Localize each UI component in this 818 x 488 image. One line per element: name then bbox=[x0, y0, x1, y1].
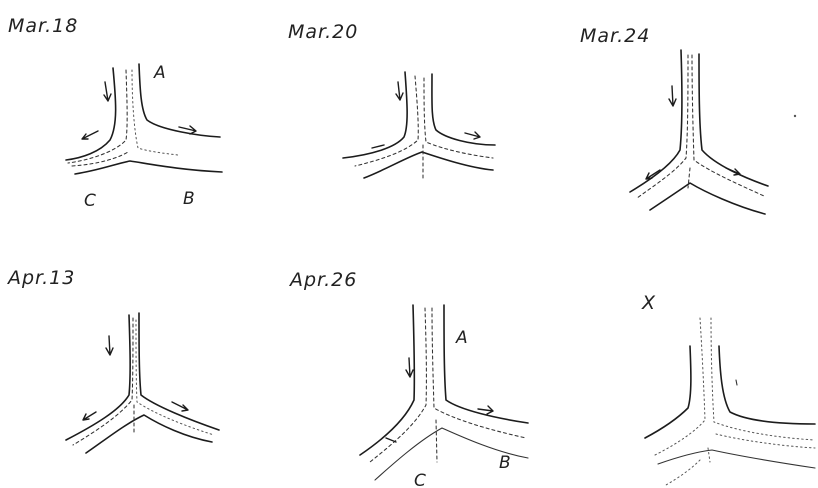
panel-apr-13: Apr.13 bbox=[6, 267, 219, 453]
axis-dotted-line bbox=[716, 434, 815, 448]
branch-letter-a: A bbox=[455, 328, 468, 348]
branch-letter-b: B bbox=[499, 453, 511, 473]
arrow-left-icon bbox=[386, 438, 396, 442]
arrow-down-icon bbox=[104, 82, 111, 101]
branch-outline bbox=[66, 68, 116, 160]
arrow-down-icon bbox=[669, 86, 676, 106]
axis-dashed-line bbox=[424, 78, 493, 158]
panel-mar-20: Mar.20 bbox=[288, 21, 495, 180]
arrow-left-icon bbox=[82, 131, 98, 139]
branch-outline bbox=[66, 315, 130, 440]
branch-outline bbox=[364, 152, 493, 178]
branch-outline bbox=[645, 346, 691, 438]
panel-date-label: Apr.13 bbox=[6, 267, 75, 289]
axis-dashed-line bbox=[432, 308, 526, 438]
panel-date-label: X bbox=[641, 292, 656, 314]
ink-tick bbox=[736, 380, 737, 385]
branch-letter-b: B bbox=[183, 189, 195, 209]
arrow-left-icon bbox=[83, 412, 96, 420]
arrow-down-icon bbox=[406, 358, 413, 377]
arrow-down-icon bbox=[396, 82, 403, 100]
panel-x: X bbox=[641, 292, 815, 485]
ink-speck bbox=[794, 115, 796, 117]
branch-outline bbox=[444, 305, 528, 423]
branch-outline bbox=[650, 183, 765, 214]
axis-dashed-line bbox=[436, 420, 437, 462]
axis-dashed-line bbox=[68, 70, 127, 163]
panel-mar-24: Mar.24 bbox=[580, 25, 796, 214]
branch-outline bbox=[360, 305, 414, 455]
branch-letter-a: A bbox=[153, 63, 166, 83]
axis-dashed-line bbox=[692, 55, 764, 196]
panel-date-label: Mar.24 bbox=[580, 25, 650, 47]
branch-outline bbox=[139, 313, 219, 430]
branch-letter-c: C bbox=[84, 191, 96, 211]
arrow-right-icon bbox=[465, 132, 480, 139]
branch-outline bbox=[432, 74, 495, 145]
panel-date-label: Apr.26 bbox=[288, 269, 357, 291]
panel-date-label: Mar.18 bbox=[8, 15, 78, 37]
panel-date-label: Mar.20 bbox=[288, 21, 358, 43]
axis-dashed-line bbox=[370, 308, 426, 462]
branch-outline bbox=[139, 64, 220, 137]
branch-letter-c: C bbox=[414, 471, 426, 488]
axis-dashed-line bbox=[355, 76, 418, 166]
branch-outline bbox=[343, 72, 407, 158]
arrow-down-icon bbox=[106, 336, 113, 355]
axis-dashed-line bbox=[637, 55, 688, 198]
axis-dotted-line bbox=[666, 460, 700, 485]
panel-mar-18: Mar.18 A C B bbox=[8, 15, 222, 211]
branch-outline bbox=[719, 346, 815, 424]
arrow-left-icon bbox=[372, 145, 384, 148]
branch-outline bbox=[699, 54, 768, 186]
axis-dotted-line bbox=[655, 318, 705, 455]
arrow-right-icon bbox=[172, 402, 188, 411]
arrow-right-icon bbox=[726, 168, 740, 175]
panel-apr-26: Apr.26 A B C bbox=[288, 269, 528, 488]
branch-outline bbox=[658, 450, 815, 468]
arrow-right-icon bbox=[478, 406, 493, 414]
